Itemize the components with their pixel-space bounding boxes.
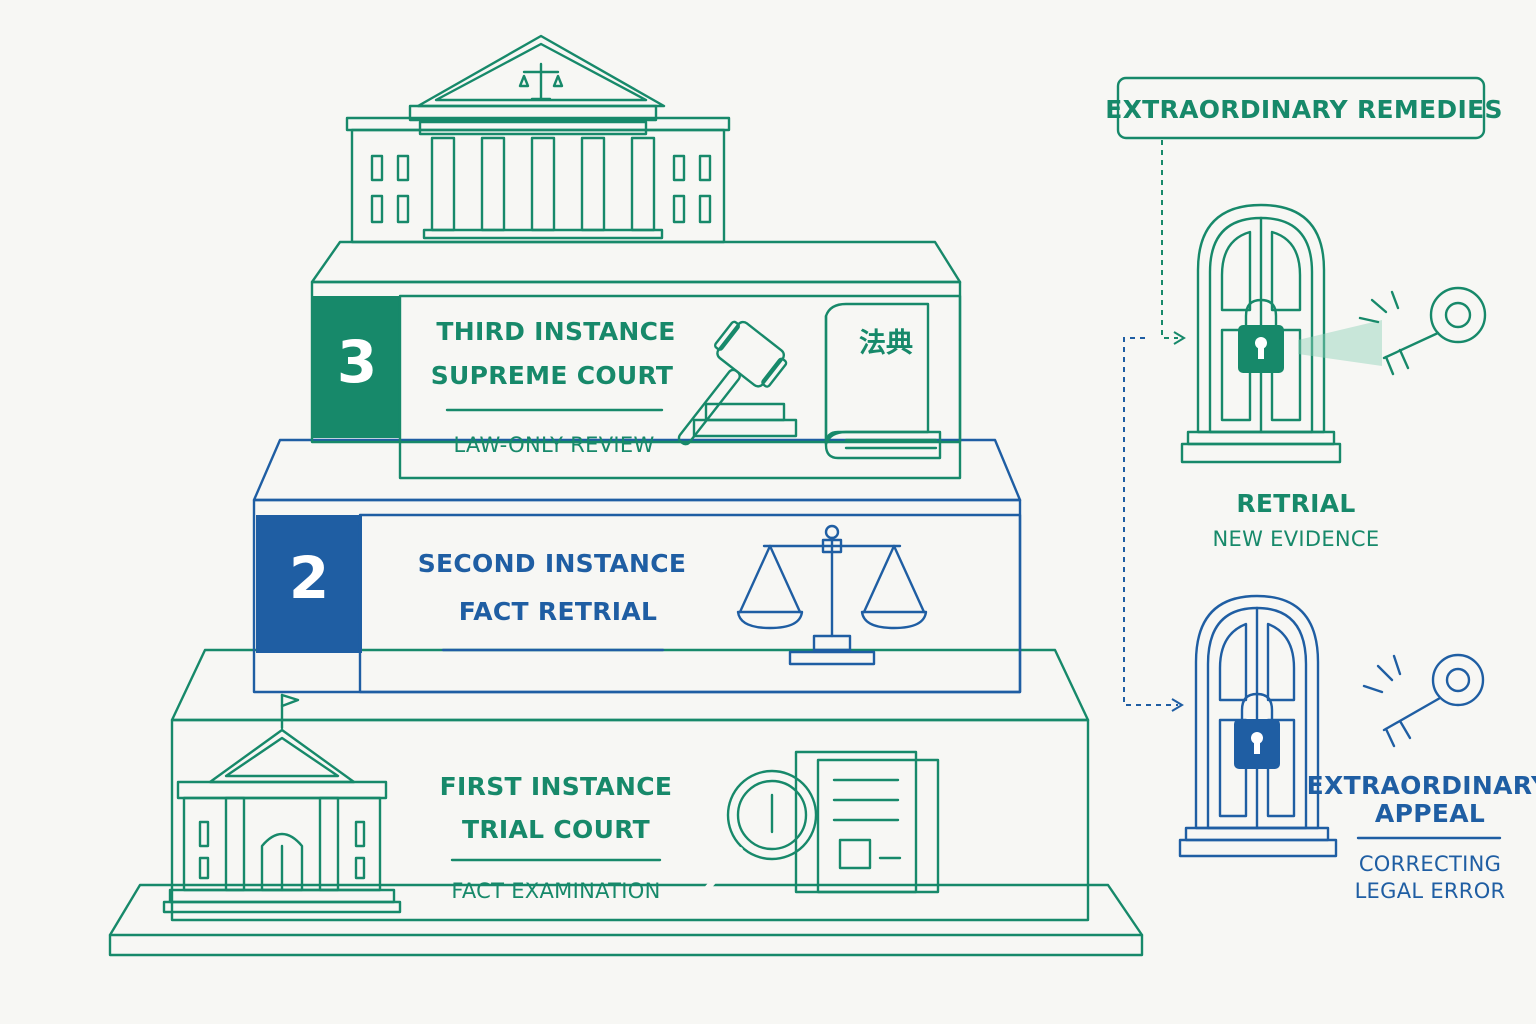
- tier2-number: 2: [289, 544, 329, 612]
- building-windows: [370, 154, 712, 224]
- tier1-note: FACT EXAMINATION: [451, 879, 660, 903]
- retrial-door-icon: [1180, 203, 1382, 464]
- retrial-key-icon: [1358, 286, 1487, 376]
- supreme-court-building-icon: [345, 34, 731, 244]
- dashed-connectors: [1123, 140, 1186, 712]
- tier2-title: SECOND INSTANCE: [418, 549, 687, 578]
- appeal-door-icon: [1178, 594, 1338, 858]
- key-light-beam: [1298, 320, 1382, 366]
- tier3-title: THIRD INSTANCE: [436, 317, 675, 346]
- book-label: 法典: [859, 328, 913, 359]
- appeal-note-line2: LEGAL ERROR: [1355, 879, 1506, 903]
- remedies-header: EXTRAORDINARY REMEDIES: [1105, 95, 1503, 124]
- tier3-note: LAW-ONLY REVIEW: [453, 433, 654, 457]
- magnifier-documents-icon: [703, 750, 940, 894]
- tier1-front-face: [170, 718, 1090, 922]
- gavel-icon: [677, 320, 798, 446]
- appeal-title-line2: APPEAL: [1375, 799, 1485, 828]
- retrial-title: RETRIAL: [1236, 489, 1355, 518]
- tier-third-instance: 3 THIRD INSTANCE SUPREME COURT LAW-ONLY …: [310, 34, 962, 480]
- columns: [422, 136, 664, 240]
- appeal-note-line1: CORRECTING: [1359, 852, 1501, 876]
- appeal-title-line1: EXTRAORDINARY: [1307, 771, 1536, 800]
- remedies-header-box: [1116, 76, 1486, 140]
- balance-scale-icon: [736, 524, 928, 666]
- tier2-number-block: [256, 515, 362, 653]
- tier3-number: 3: [337, 328, 377, 396]
- tier-first-instance: FIRST INSTANCE TRIAL COURT FACT EXAMINAT…: [108, 648, 1144, 957]
- tier2-front-face: [252, 498, 1022, 694]
- retrial-subtitle: NEW EVIDENCE: [1213, 527, 1380, 551]
- tier2-subtitle: FACT RETRIAL: [459, 597, 657, 626]
- appeal-key-icon: [1362, 653, 1485, 748]
- extraordinary-remedies-panel: EXTRAORDINARY REMEDIES: [1105, 76, 1536, 903]
- tier3-subtitle: SUPREME COURT: [431, 361, 674, 390]
- courthouse-icon: [162, 693, 402, 914]
- tier3-top-face: [310, 240, 962, 284]
- tier1-title: FIRST INSTANCE: [440, 772, 673, 801]
- tier1-top-face: [170, 648, 1090, 722]
- tier1-subtitle: TRIAL COURT: [462, 815, 650, 844]
- tier-second-instance: 2 SECOND INSTANCE FACT RETRIAL: [252, 438, 1022, 694]
- code-book-icon: 法典: [824, 302, 942, 460]
- pediment-scale-icon: [518, 62, 564, 101]
- tier3-front-face: [398, 294, 962, 480]
- tier3-number-block: [312, 296, 401, 438]
